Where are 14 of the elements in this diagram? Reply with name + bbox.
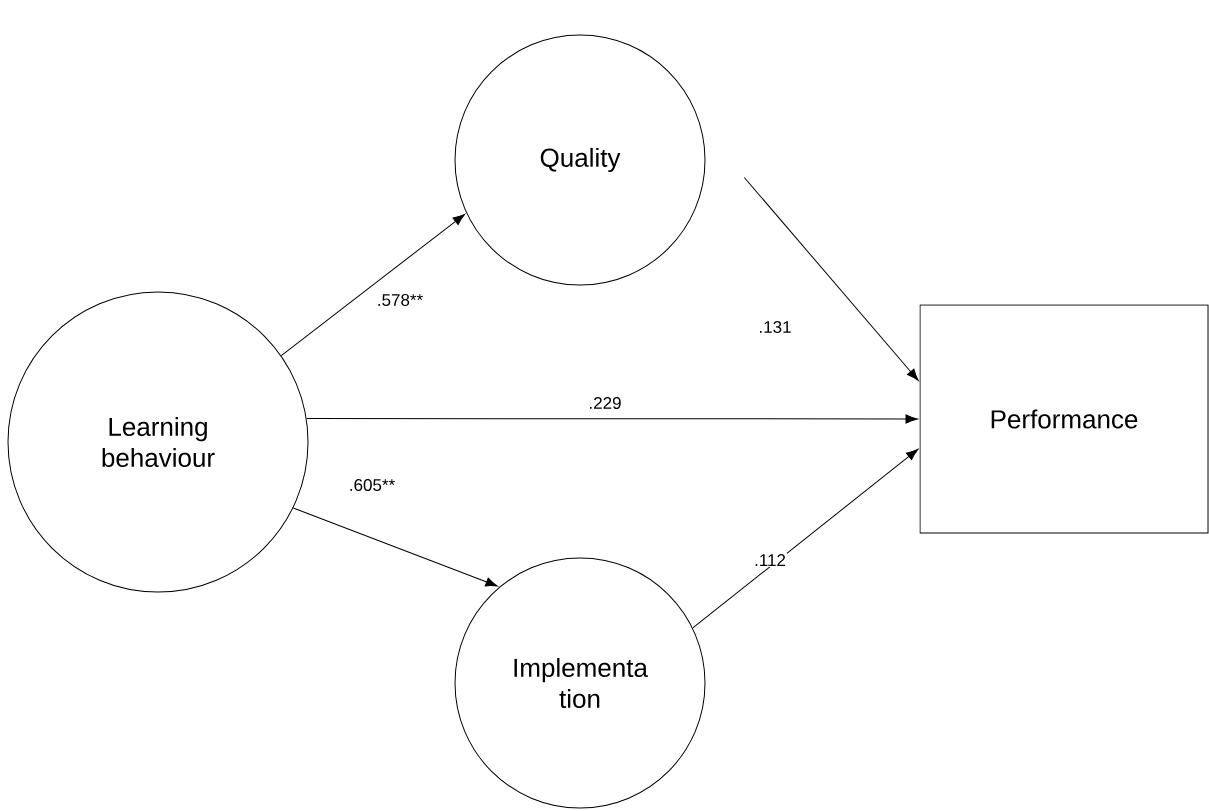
arrow — [743, 176, 919, 381]
arrow — [692, 448, 919, 629]
edge-label: .112 — [753, 553, 787, 567]
edge-label: .578** — [375, 292, 425, 307]
circle-node: Learning behaviour — [7, 291, 309, 593]
circle-node: Quality — [454, 34, 706, 286]
arrow — [306, 414, 918, 424]
circle-node: Implementa tion — [454, 557, 706, 809]
arrow — [292, 507, 498, 587]
edge-label: .131 — [757, 320, 793, 334]
edge-label: .605** — [347, 478, 397, 492]
arrow — [280, 213, 466, 357]
rectangle-node: Performance — [919, 304, 1209, 534]
edge-label: .229 — [587, 396, 623, 410]
